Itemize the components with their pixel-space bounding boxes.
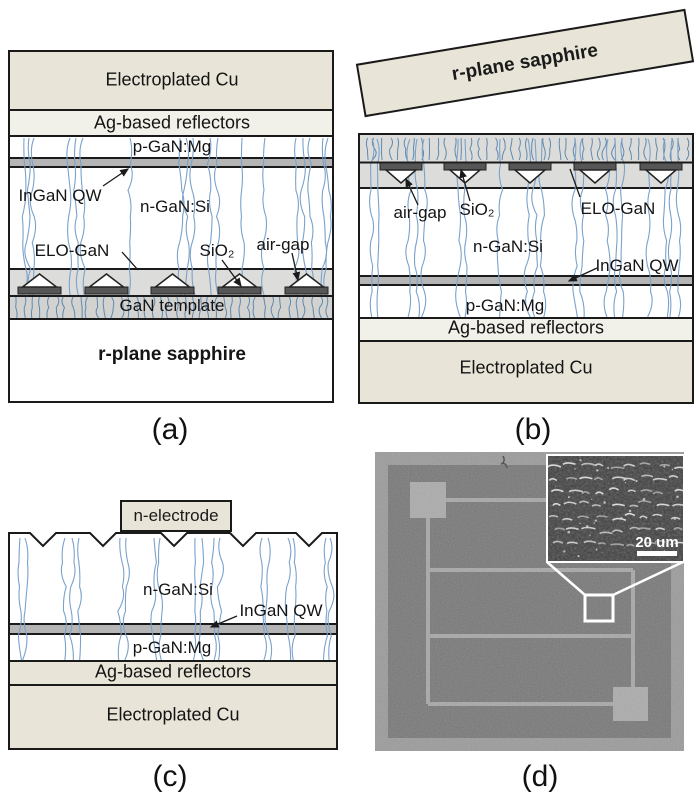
layer-cu-b <box>360 340 692 402</box>
layer-label-ag-a: Ag-based reflectors <box>93 112 251 133</box>
layer-cu <box>10 52 332 111</box>
lifted-sapphire-substrate: r-plane sapphire <box>355 8 695 118</box>
annotation-elo-gan-a: ELO-GaN <box>34 241 110 261</box>
layer-ingan-qw <box>10 157 332 168</box>
scale-bar-label: 20 um <box>635 534 678 551</box>
panel-d-sem-micrograph: 20 um <box>375 452 685 751</box>
inset-callout-line-left <box>546 561 586 596</box>
layer-ingan-qw-c <box>10 623 336 635</box>
layer-label-cu-a: Electroplated Cu <box>105 69 239 90</box>
layer-label-cu-b: Electroplated Cu <box>459 357 593 378</box>
layer-label-template-a: GaN template <box>119 296 225 316</box>
n-electrode-pad: n-electrode <box>120 500 232 532</box>
layer-label-ag-c: Ag-based reflectors <box>94 661 252 682</box>
layer-elo-gan-b <box>360 135 692 189</box>
layer-ag-reflectors <box>10 111 332 137</box>
layer-label-pgan-a: p-GaN:Mg <box>132 137 212 157</box>
layer-label-pgan-c: p-GaN:Mg <box>132 638 212 658</box>
annotation-elo-gan-b: ELO-GaN <box>580 199 656 219</box>
layer-label-ag-b: Ag-based reflectors <box>447 317 605 338</box>
annotation-sio2-b: SiO₂ <box>459 200 495 220</box>
n-electrode-label: n-electrode <box>133 506 219 525</box>
inset-callout-line-right <box>612 560 684 597</box>
layer-elo-gan <box>10 268 332 295</box>
annotation-ingan-qw-c: InGaN QW <box>239 601 323 621</box>
annotation-sio2-a: SiO₂ <box>199 241 235 261</box>
annotation-ingan-qw-a: InGaN QW <box>18 186 102 206</box>
layer-label-sapphire-a: r-plane sapphire <box>98 344 246 366</box>
layer-label-ngan-b: n-GaN:Si <box>473 237 543 257</box>
layer-pgan <box>10 137 332 157</box>
annotation-airgap-a: air-gap <box>256 235 310 255</box>
caption-c: (c) <box>152 760 188 792</box>
layer-label-cu-c: Electroplated Cu <box>106 704 240 725</box>
sem-inset: 20 um <box>546 454 685 563</box>
caption-d: (d) <box>521 760 559 792</box>
panel-b-structure: air-gap SiO₂ ELO-GaN n-GaN:Si InGaN QW p… <box>358 133 694 404</box>
annotation-airgap-b: air-gap <box>393 203 447 223</box>
layer-label-pgan-b: p-GaN:Mg <box>465 296 545 316</box>
scale-bar <box>637 551 677 556</box>
layer-ngan <box>10 168 332 268</box>
panel-c-structure: n-GaN:Si InGaN QW p-GaN:Mg Ag-based refl… <box>8 532 338 750</box>
layer-ag-reflectors-c <box>10 660 336 684</box>
caption-a: (a) <box>151 413 189 446</box>
layer-ag-reflectors-b <box>360 317 692 340</box>
layer-cu-c <box>10 684 336 748</box>
panel-a-structure: Electroplated Cu Ag-based reflectors p-G… <box>8 50 334 403</box>
annotation-ingan-qw-b: InGaN QW <box>595 256 679 276</box>
inset-noise <box>547 455 684 562</box>
tilted-sapphire-label: r-plane sapphire <box>450 39 600 86</box>
caption-b: (b) <box>514 413 552 446</box>
layer-sapphire <box>10 320 332 401</box>
layer-ingan-qw-b <box>360 275 692 286</box>
inset-callout-box <box>583 593 615 623</box>
sem-image: 20 um <box>375 452 685 751</box>
layer-label-ngan-c: n-GaN:Si <box>143 580 213 600</box>
layer-label-ngan-a: n-GaN:Si <box>140 197 210 217</box>
